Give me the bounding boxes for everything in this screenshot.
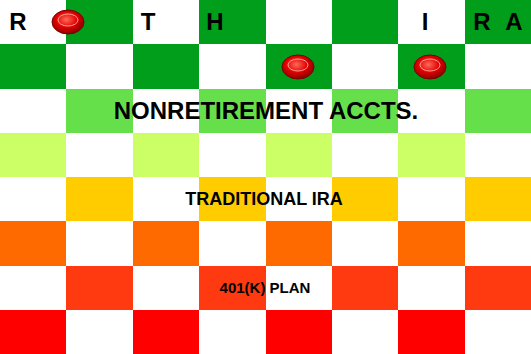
board-cell <box>199 133 266 177</box>
board-cell <box>398 133 465 177</box>
board-cell <box>266 310 332 354</box>
board-cell <box>66 221 133 266</box>
band-label: TRADITIONAL IRA <box>185 190 343 208</box>
board-cell <box>332 266 398 310</box>
board-cell <box>66 44 133 89</box>
board-cell <box>398 221 465 266</box>
board-cell <box>465 89 531 133</box>
band-label: 401(K) PLAN <box>220 280 311 295</box>
board-cell <box>133 266 199 310</box>
board-cell <box>66 266 133 310</box>
board-cell <box>332 0 398 44</box>
board-cell <box>0 89 66 133</box>
board-cell <box>66 310 133 354</box>
board-cell <box>133 0 199 44</box>
board-cell <box>66 177 133 221</box>
board-cell <box>266 0 332 44</box>
title-letter: I <box>422 10 429 34</box>
board-cell <box>465 266 531 310</box>
board-cell <box>0 266 66 310</box>
board-cell <box>266 221 332 266</box>
red-oval <box>414 55 446 79</box>
board-cell <box>0 310 66 354</box>
board-cell <box>465 310 531 354</box>
board-cell <box>398 0 465 44</box>
board-cell <box>465 44 531 89</box>
title-letter: H <box>206 10 223 34</box>
red-oval <box>52 10 84 34</box>
board-cell <box>332 44 398 89</box>
board-cell <box>133 310 199 354</box>
board-cell <box>465 133 531 177</box>
board-cell <box>133 44 199 89</box>
board-cell <box>465 177 531 221</box>
board-cell <box>0 133 66 177</box>
board-cell <box>398 44 465 89</box>
board-cell <box>133 221 199 266</box>
board-cell <box>332 221 398 266</box>
board-cell <box>199 44 266 89</box>
board-cell <box>465 0 531 44</box>
board-cell <box>0 177 66 221</box>
title-letter: T <box>141 10 156 34</box>
board-cell <box>0 221 66 266</box>
board-cell <box>199 221 266 266</box>
board-cell <box>0 44 66 89</box>
board-cell <box>398 177 465 221</box>
board-cell <box>398 266 465 310</box>
board-cell <box>133 133 199 177</box>
board-cell <box>199 310 266 354</box>
red-oval <box>282 55 314 79</box>
board-cell <box>332 133 398 177</box>
board-cell <box>66 133 133 177</box>
board-cell <box>266 133 332 177</box>
board-cell <box>398 310 465 354</box>
title-letter: R <box>473 10 490 34</box>
title-letter: R <box>9 10 26 34</box>
board-cell <box>465 221 531 266</box>
board-cell <box>266 44 332 89</box>
board-cell <box>332 310 398 354</box>
band-label: NONRETIREMENT ACCTS. <box>114 99 418 123</box>
title-letter: A <box>505 10 522 34</box>
board-cell <box>199 0 266 44</box>
